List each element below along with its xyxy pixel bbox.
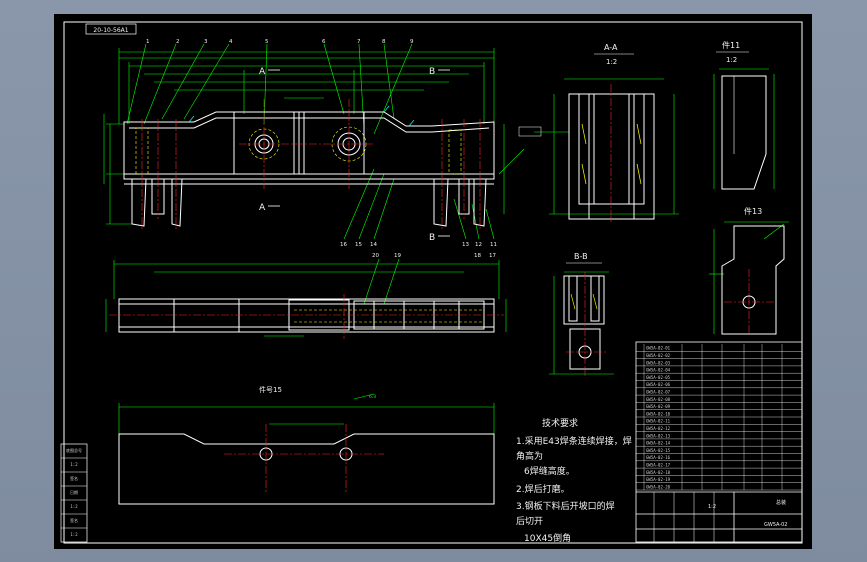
tech-line-6: 后切开 <box>516 516 543 527</box>
part-balloons-bottom: 16 15 14 13 12 11 <box>340 242 497 248</box>
title-drawing-code: GW5A-02 <box>764 522 787 528</box>
bom-row-code: GW5A-02-02 <box>646 353 671 358</box>
bom-row-code: GW5A-02-16 <box>646 455 671 460</box>
bom-row-code: GW5A-02-06 <box>646 382 671 387</box>
bom-row-code: GW5A-02-09 <box>646 404 671 409</box>
title-scale: 1:2 <box>708 504 716 510</box>
detail-part-13: 件13 <box>709 206 789 335</box>
svg-text:20-10-56A1: 20-10-56A1 <box>93 27 128 34</box>
bom-row-code: GW5A-02-04 <box>646 368 671 373</box>
bom-row-code: GW5A-02-01 <box>646 346 671 351</box>
strip-label-7: 1:2 <box>70 532 78 537</box>
balloon-1: 1 <box>146 39 150 45</box>
balloon-17: 17 <box>489 253 496 259</box>
balloon-15: 15 <box>355 242 362 248</box>
surface-roughness-mark: 6.3 <box>369 394 376 400</box>
cut-mark-a-top: A <box>259 67 266 77</box>
bom-row-code: GW5A-02-17 <box>646 463 671 468</box>
balloon-18: 18 <box>474 253 481 259</box>
detail-11-title: 件11 <box>722 40 740 50</box>
drawing-viewport[interactable]: 20-10-56A1 底图总号 1:2 签名 日期 1:2 签名 1:2 <box>54 14 812 549</box>
bom-row-code: GW5A-02-19 <box>646 477 671 482</box>
balloon-11: 11 <box>490 242 497 248</box>
tech-line-2: 角高为 <box>516 450 543 462</box>
tech-line-3: 6焊缝高度。 <box>524 465 575 477</box>
section-cut-marks: A B A B <box>259 67 450 243</box>
balloon-13: 13 <box>462 242 469 248</box>
title-name: 总装 <box>776 499 786 506</box>
bom-table: GW5A-02-01GW5A-02-02GW5A-02-03GW5A-02-04… <box>636 344 802 491</box>
section-aa-scale: 1:2 <box>606 58 617 66</box>
bom-row-code: GW5A-02-18 <box>646 470 671 475</box>
strip-label-1: 底图总号 <box>66 447 82 453</box>
plan-view: 20 19 18 17 <box>105 253 507 339</box>
balloon-2: 2 <box>176 39 180 45</box>
left-margin-strip: 底图总号 1:2 签名 日期 1:2 签名 1:2 <box>60 443 88 543</box>
bom-row-code: GW5A-02-20 <box>646 484 671 489</box>
bom-row-code: GW5A-02-07 <box>646 390 671 395</box>
detail-15-title: 件号15 <box>259 385 282 394</box>
section-bb-title: B-B <box>574 252 588 261</box>
balloon-7: 7 <box>357 39 361 45</box>
strip-label-3: 签名 <box>70 475 78 481</box>
detail-part-15: 件号15 6.3 <box>118 385 495 505</box>
title-block: 1:2 总装 GW5A-02 GW5A-02-01GW5A-02-02GW5A-… <box>635 341 803 543</box>
strip-label-5: 1:2 <box>70 504 78 509</box>
tech-line-1: 1.采用E43焊条连续焊接，焊 <box>516 435 632 447</box>
cut-mark-b-top: B <box>429 67 435 77</box>
bom-row-code: GW5A-02-08 <box>646 397 671 402</box>
drawing-number-stamp: 20-10-56A1 <box>85 23 137 35</box>
detail-11-scale: 1:2 <box>726 56 737 64</box>
balloon-4: 4 <box>229 39 233 45</box>
balloon-3: 3 <box>204 39 208 45</box>
bom-row-code: GW5A-02-14 <box>646 441 671 446</box>
cut-mark-a-bottom: A <box>259 203 266 213</box>
section-b-b: B-B <box>549 252 614 376</box>
front-view: 1 2 3 4 5 6 7 8 9 A B A B <box>103 39 525 248</box>
bom-row-code: GW5A-02-12 <box>646 426 671 431</box>
tech-line-4: 2.焊后打磨。 <box>516 483 570 495</box>
drawing-border <box>63 21 803 544</box>
balloon-19: 19 <box>394 253 401 259</box>
bom-row-code: GW5A-02-15 <box>646 448 671 453</box>
cad-drawing: 20-10-56A1 底图总号 1:2 签名 日期 1:2 签名 1:2 <box>60 21 803 544</box>
bom-row-code: GW5A-02-13 <box>646 433 671 438</box>
balloon-12: 12 <box>475 242 482 248</box>
balloon-14: 14 <box>370 242 377 248</box>
bom-row-code: GW5A-02-05 <box>646 375 671 380</box>
section-a-a: A-A 1:2 <box>518 43 679 224</box>
balloon-8: 8 <box>382 39 386 45</box>
plan-balloons: 20 19 18 17 <box>372 253 496 259</box>
balloon-16: 16 <box>340 242 347 248</box>
balloon-20: 20 <box>372 253 379 259</box>
strip-label-4: 日期 <box>70 489 78 495</box>
cut-mark-b-bottom: B <box>429 233 435 243</box>
strip-label-6: 签名 <box>70 517 78 523</box>
part-balloons-top: 1 2 3 4 5 6 7 8 9 <box>146 39 414 45</box>
bom-row-code: GW5A-02-03 <box>646 360 671 365</box>
detail-13-title: 件13 <box>744 206 762 216</box>
tech-title: 技术要求 <box>542 417 578 429</box>
section-aa-title: A-A <box>604 43 618 52</box>
strip-label-2: 1:2 <box>70 462 78 467</box>
tech-line-7: 10X45倒角 <box>524 532 571 544</box>
technical-requirements: 技术要求 1.采用E43焊条连续焊接，焊 角高为 6焊缝高度。 2.焊后打磨。 … <box>516 417 632 544</box>
bom-row-code: GW5A-02-10 <box>646 411 671 416</box>
balloon-9: 9 <box>410 39 414 45</box>
detail-part-11: 件11 1:2 <box>713 40 775 190</box>
tech-line-5: 3.钢板下料后开坡口的焊 <box>516 500 615 512</box>
balloon-6: 6 <box>322 39 326 45</box>
bom-row-code: GW5A-02-11 <box>646 419 671 424</box>
balloon-5: 5 <box>265 39 269 45</box>
